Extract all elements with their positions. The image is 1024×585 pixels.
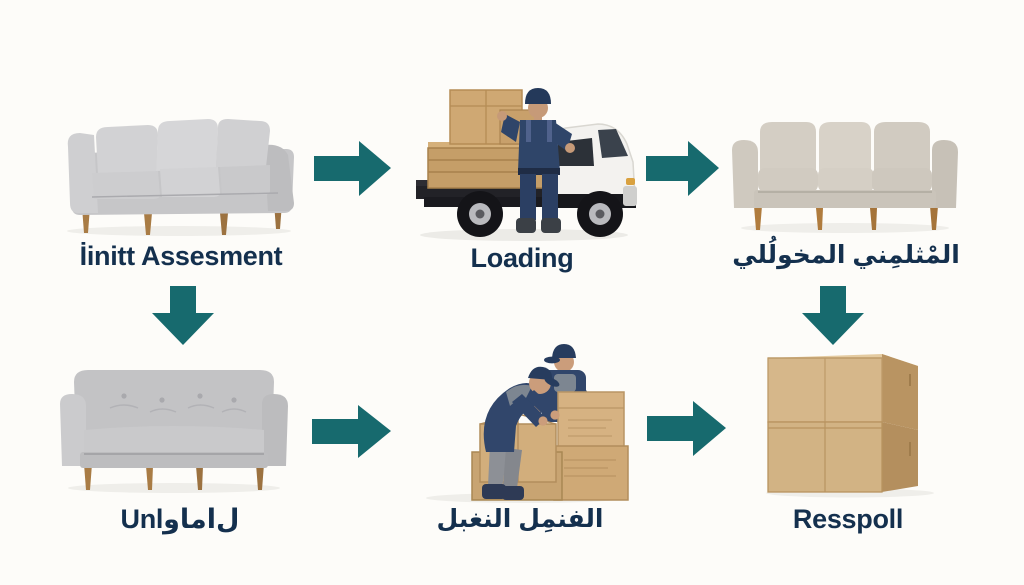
sofa-icon: [67, 119, 294, 236]
truck-icon: [416, 88, 637, 241]
arrow-down-icon: [150, 286, 216, 351]
arrow-down-icon: [800, 286, 866, 351]
workers-icon: [426, 344, 629, 503]
gray-sofa-angled-image: [48, 103, 310, 237]
step-label-loading: Loading: [470, 243, 574, 273]
sofa-icon: [732, 122, 958, 233]
arrow-right-icon: [314, 139, 392, 203]
arrow-right-icon: [646, 139, 720, 203]
arrow-right-icon: [312, 403, 392, 465]
step-label-packing: الفنمِل النغبل: [436, 505, 604, 533]
stacked-cardboard-boxes-image: [758, 346, 942, 498]
arrow-right-icon: [647, 399, 727, 463]
worker-loading-truck-image: [402, 56, 638, 244]
step-label-delivery: Resspoll: [792, 504, 904, 534]
sofa-icon: [60, 370, 288, 493]
workers-packing-boxes-image: [406, 334, 636, 504]
gray-tufted-sofa-image: [50, 352, 298, 494]
boxes-icon: [766, 354, 934, 498]
step-label-arrival: المْثلمِني المخولُلي: [732, 241, 960, 269]
beige-sofa-front-image: [724, 106, 966, 234]
step-label-initial-assessment: İinitt Assesment: [79, 241, 283, 271]
step-label-unloading: Unlل‌اماو: [120, 504, 240, 534]
